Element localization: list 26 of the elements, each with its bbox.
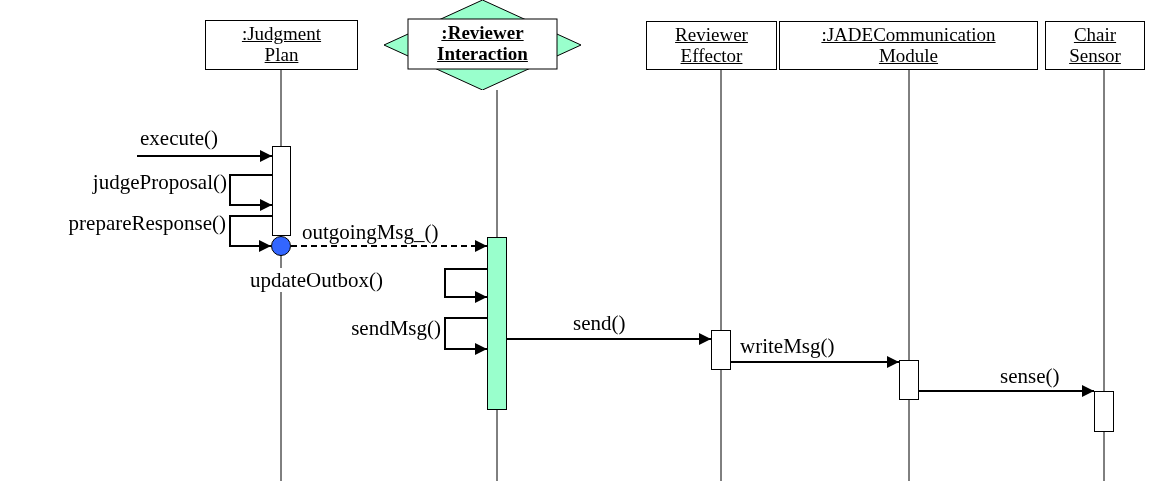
message-arrow [730, 356, 900, 368]
object-header-box [646, 21, 777, 70]
circle-marker [271, 236, 291, 256]
object-name: Chair Sensor [1068, 25, 1122, 66]
activation-bar [487, 237, 507, 410]
message-arrow [444, 268, 488, 303]
message-arrow [136, 150, 273, 162]
message-arrow [506, 333, 712, 345]
activation-bar [272, 146, 291, 236]
object-header-box [779, 21, 1038, 70]
message-arrow [444, 317, 488, 355]
activation-bar [711, 330, 731, 370]
activation-bar [899, 360, 919, 400]
object-header-box [205, 20, 358, 70]
message-arrow [229, 174, 273, 211]
object-header-box [1045, 21, 1145, 70]
activation-bar [1094, 391, 1114, 432]
object-name: :Reviewer Interaction [436, 21, 529, 66]
message-arrow [290, 240, 488, 252]
message-arrow [229, 215, 273, 252]
object-name: Reviewer Effector [674, 25, 749, 66]
object-header-diamond [384, 0, 581, 90]
message-label: updateOutbox() [250, 268, 383, 293]
object-name: :JADECommunication Module [820, 25, 997, 66]
object-name: :Judgment Plan [240, 24, 323, 66]
message-arrow [918, 385, 1095, 397]
